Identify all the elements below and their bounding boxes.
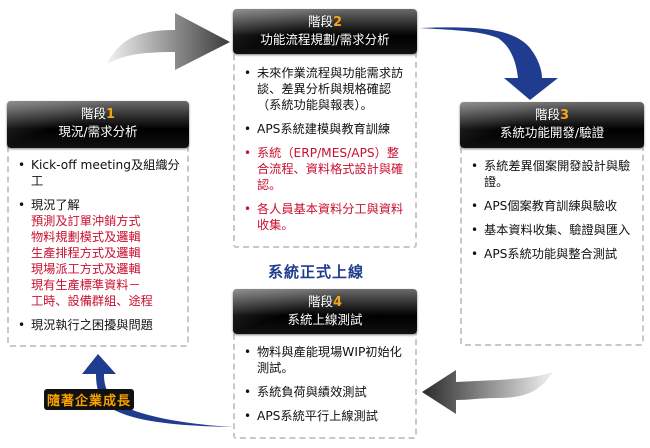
stage-1-label: 階段: [80, 106, 106, 121]
stage-3-header: 階段3 系統功能開發/驗證: [460, 102, 644, 148]
stage-1-header: 階段1 現況/需求分析: [7, 101, 189, 148]
stage-4-item: 物料與產能現場WIP初始化測試。: [243, 344, 409, 376]
stage-3-number: 3: [559, 108, 570, 123]
stage-2-item: 系統（ERP/MES/APS）整合流程、資料格式設計與確認。: [243, 145, 409, 193]
stage-4-title: 系統上線測試: [287, 312, 363, 327]
stage-1-subitem: 現有生產標準資料－: [31, 278, 141, 292]
stage-4-item: APS系統平行上線測試: [243, 408, 409, 424]
stage-1-subitem: 預測及訂單沖銷方式: [31, 214, 141, 228]
stage-1-item: Kick-off meeting及組織分工: [17, 157, 181, 189]
stage-3-item: 系統差異個案開發設計與驗證。: [470, 158, 636, 190]
stage-2-card: 階段2 功能流程規劃/需求分析 未來作業流程與功能需求訪談、差異分析與規格確認（…: [233, 9, 417, 248]
gray-arrow-icon-stage3-to-4: [422, 370, 553, 414]
stage-2-title: 功能流程規劃/需求分析: [260, 32, 390, 47]
stage-2-label: 階段: [307, 14, 333, 29]
stage-2-header: 階段2 功能流程規劃/需求分析: [233, 9, 417, 54]
launch-label: 系統正式上線: [268, 263, 365, 281]
stage-1-item: 現況執行之困擾與問題: [17, 317, 181, 333]
stage-3-item: 基本資料收集、驗證與匯入: [470, 222, 636, 238]
gray-arrow-icon-stage1-to-2: [107, 13, 230, 70]
stage-3-card: 階段3 系統功能開發/驗證 系統差異個案開發設計與驗證。 APS個案教育訓練與驗…: [460, 102, 644, 346]
blue-arrow-icon-stage2-to-3: [420, 27, 558, 100]
stage-4-header: 階段4 系統上線測試: [233, 289, 417, 334]
stage-3-item: APS個案教育訓練與驗收: [470, 198, 636, 214]
stage-3-item: APS系統功能與整合測試: [470, 246, 636, 262]
stage-2-item: APS系統建模與教育訓練: [243, 121, 409, 137]
stage-1-card: 階段1 現況/需求分析 Kick-off meeting及組織分工 現況了解 預…: [7, 101, 189, 347]
stage-4-number: 4: [332, 295, 343, 310]
stage-3-title: 系統功能開發/驗證: [499, 125, 605, 140]
stage-1-subitem: 物料規劃模式及邏輯: [31, 230, 141, 244]
stage-1-title: 現況/需求分析: [58, 124, 138, 139]
stage-4-label: 階段: [307, 294, 333, 309]
stage-1-number: 1: [105, 107, 116, 122]
stage-2-number: 2: [332, 15, 343, 30]
stage-2-item: 各人員基本資料分工與資料收集。: [243, 201, 409, 233]
stage-2-item: 未來作業流程與功能需求訪談、差異分析與規格確認（系統功能與報表）。: [243, 65, 409, 113]
stage-1-subitem: 生產排程方式及邏輯: [31, 246, 141, 260]
stage-3-label: 階段: [534, 107, 560, 122]
stage-1-subitem: 工時、設備群組、途程: [31, 294, 153, 308]
stage-1-subitem: 現場派工方式及邏輯: [31, 262, 141, 276]
stage-4-item: 系統負荷與績效測試: [243, 384, 409, 400]
growth-label: 隨著企業成長: [44, 389, 135, 410]
stage-4-card: 階段4 系統上線測試 物料與產能現場WIP初始化測試。 系統負荷與績效測試 AP…: [233, 289, 417, 439]
stage-1-item: 現況了解 預測及訂單沖銷方式 物料規劃模式及邏輯 生產排程方式及邏輯 現場派工方…: [17, 197, 181, 309]
